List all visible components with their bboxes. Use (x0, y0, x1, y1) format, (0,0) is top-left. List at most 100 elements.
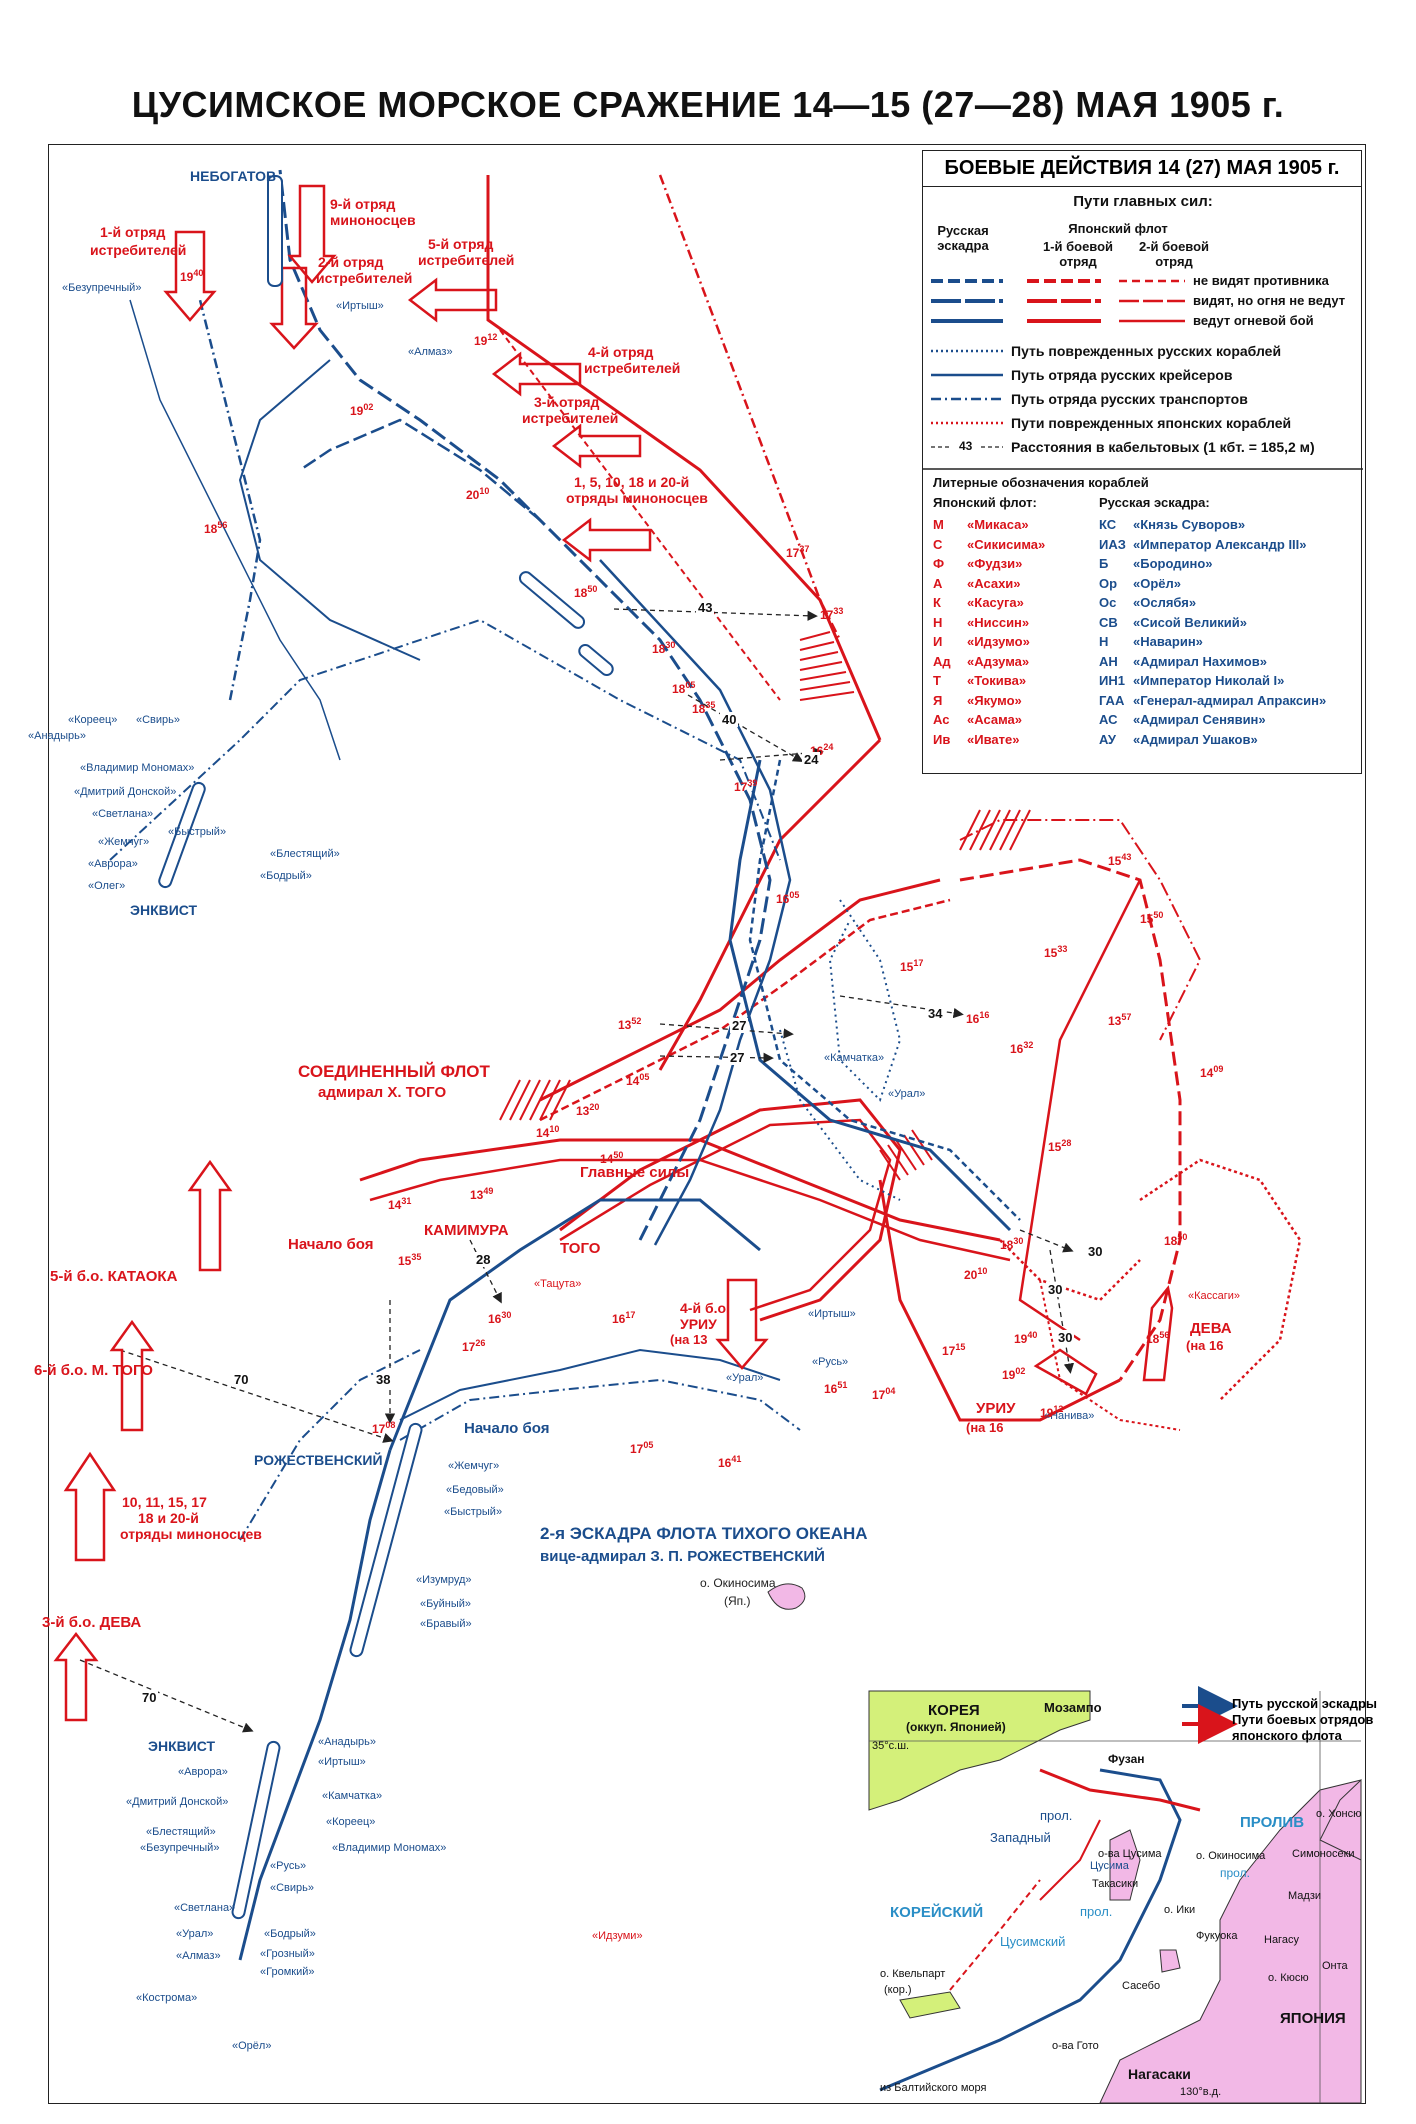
label-bezuprechny_top: «Безупречный» (62, 282, 142, 294)
label-almaz2: «Алмаз» (176, 1950, 221, 1962)
legend-ship-name: «Асама» (967, 712, 1022, 727)
label-inset-mozampo: Мозампо (1044, 1700, 1102, 1715)
time-stamp: 1902 (350, 402, 374, 418)
label-inset-proliv: ПРОЛИВ (1240, 1814, 1305, 1831)
legend-ship-code: Я (933, 692, 943, 708)
label-oleg: «Олег» (88, 880, 126, 892)
label-inset-japan: ЯПОНИЯ (1280, 2010, 1346, 2027)
label-inset-onta: Онта (1322, 1960, 1348, 1972)
map-frame (48, 144, 1366, 2104)
japanese-main-path (359, 174, 1302, 1431)
distance-label: 70 (140, 1690, 159, 1705)
time-stamp: 1533 (1044, 944, 1068, 960)
label-anadyr: «Анадырь» (28, 730, 86, 742)
label-avrora: «Аврора» (88, 858, 138, 870)
legend-ship-code: СВ (1099, 614, 1118, 630)
time-stamp: 1830 (1000, 1236, 1024, 1252)
map-title: ЦУСИМСКОЕ МОРСКОЕ СРАЖЕНИЕ 14—15 (27—28)… (131, 84, 1285, 125)
label-vladimir2: «Владимир Мономах» (332, 1842, 447, 1854)
time-stamp: 1349 (470, 1186, 494, 1202)
label-inset-korean: КОРЕЙСКИЙ (890, 1904, 984, 1921)
time-stamp: 2010 (466, 486, 490, 502)
time-stamp: 1405 (626, 1072, 650, 1088)
label-united_fleet: СОЕДИНЕННЫЙ ФЛОТ (298, 1062, 490, 1081)
legend-ship-row: Ив«Ивате» (933, 730, 1045, 750)
russian-ship-glyphs (158, 175, 614, 1920)
legend-ship-code: АС (1099, 712, 1118, 727)
legend-transports: Путь отряда русских транспортов (1011, 391, 1248, 407)
label-d2: 2-й отряд (318, 254, 384, 270)
legend-ship-row: ИН1«Император Николай I» (1099, 671, 1326, 691)
label-avrora2: «Аврора» (178, 1766, 228, 1778)
label-zhemchug: «Жемчуг» (98, 836, 150, 848)
label-inset-korea: КОРЕЯ (928, 1702, 980, 1719)
legend-letters-header: Литерные обозначения кораблей (933, 475, 1149, 490)
label-inset-tsusima: Цусима (1090, 1860, 1129, 1872)
distance-label: 27 (730, 1018, 749, 1033)
label-rus: «Русь» (812, 1356, 849, 1368)
legend-ship-row: КС«Князь Суворов» (1099, 515, 1326, 535)
legend-ship-code: Ор (1099, 575, 1118, 591)
time-stamp: 1450 (600, 1150, 624, 1166)
time-stamp: 1704 (872, 1386, 896, 1402)
legend-damaged-japanese: Пути поврежденных японских кораблей (1011, 415, 1292, 431)
label-rus2: «Русь» (270, 1860, 307, 1872)
legend-ship-code: Ф (933, 556, 945, 571)
legend-ship-name: «Сикисима» (967, 536, 1046, 552)
time-stamp: 1902 (1002, 1366, 1026, 1382)
distance-label: 30 (1046, 1282, 1065, 1297)
label-inset-khonsyu: о. Хонсю (1316, 1808, 1362, 1820)
label-ural2: «Урал» (726, 1372, 764, 1384)
legend-ship-name: «Асахи» (967, 575, 1021, 591)
time-stamp: 1651 (824, 1380, 848, 1396)
time-stamp: 1705 (630, 1440, 654, 1456)
label-zhemchug2: «Жемчуг» (448, 1460, 500, 1472)
legend-ship-row: А«Асахи» (933, 574, 1045, 594)
legend-ship-row: Ас«Асама» (933, 710, 1045, 730)
time-stamp: 1835 (692, 700, 716, 716)
time-stamp: 1912 (1040, 1404, 1064, 1420)
time-stamp: 1850 (574, 584, 598, 600)
label-gromky: «Громкий» (260, 1966, 315, 1978)
legend-ship-name: «Наварин» (1133, 634, 1203, 649)
label-d9: 9-й отряд (330, 196, 396, 212)
label-inset-nagasaki: Нагасаки (1128, 2066, 1191, 2082)
legend-ship-code: Н (1099, 634, 1109, 649)
legend-ship-code: АН (1099, 653, 1118, 669)
label-inset-kyushu: о. Кюсю (1268, 1972, 1309, 1984)
label-koreets2: «Кореец» (326, 1816, 376, 1828)
time-stamp: 1856 (1146, 1330, 1170, 1346)
time-stamp: 1726 (462, 1338, 486, 1354)
legend-ship-row: И«Идзумо» (933, 632, 1045, 652)
label-inset-okinoshima: о. Окиносима (1196, 1850, 1266, 1862)
legend-russian-ship-list: КС«Князь Суворов»ИАЗ«Император Александр… (1099, 515, 1326, 749)
label-inset-fuzan: Фузан (1108, 1752, 1145, 1766)
time-stamp: 1535 (398, 1252, 422, 1268)
legend-box: БОЕВЫЕ ДЕЙСТВИЯ 14 (27) МАЯ 1905 г. Пути… (922, 150, 1363, 774)
legend-ship-name: «Адмирал Сенявин» (1133, 712, 1266, 727)
label-togo: ТОГО (560, 1240, 601, 1257)
distance-label: 24 (802, 752, 821, 767)
legend-ship-row: Ф«Фудзи» (933, 554, 1045, 574)
label-svir2: «Свирь» (270, 1882, 315, 1894)
legend-title: БОЕВЫЕ ДЕЙСТВИЯ 14 (27) МАЯ 1905 г. (923, 151, 1361, 187)
legend-ship-row: Я«Якумо» (933, 691, 1045, 711)
label-inset-lon: 130°в.д. (1180, 2086, 1222, 2098)
label-nebogatov: НЕБОГАТОВ (190, 168, 277, 184)
time-stamp: 1912 (474, 332, 498, 348)
label-torp2: 18 и 20-й (138, 1510, 199, 1526)
label-inset-korea-sub: (оккуп. Японией) (906, 1720, 1006, 1734)
label-ural: «Урал» (888, 1088, 926, 1100)
label-d3b: истребителей (522, 410, 619, 426)
legend-ship-code: Ос (1099, 595, 1117, 610)
label-irtysh_top: «Иртыш» (336, 300, 384, 312)
legend-ship-name: «Ниссин» (967, 614, 1030, 630)
legend-ship-row: М«Микаса» (933, 515, 1045, 535)
time-stamp: 1940 (180, 268, 204, 284)
label-uriu: УРИУ (976, 1400, 1016, 1417)
time-stamp: 2010 (964, 1266, 988, 1282)
legend-mode-seen: видят, но огня не ведут (1193, 293, 1346, 308)
label-deva_time: (на 16 (1186, 1338, 1224, 1353)
time-stamp: 1940 (1014, 1330, 1038, 1346)
legend-damaged-russian: Путь поврежденных русских кораблей (1011, 343, 1282, 359)
